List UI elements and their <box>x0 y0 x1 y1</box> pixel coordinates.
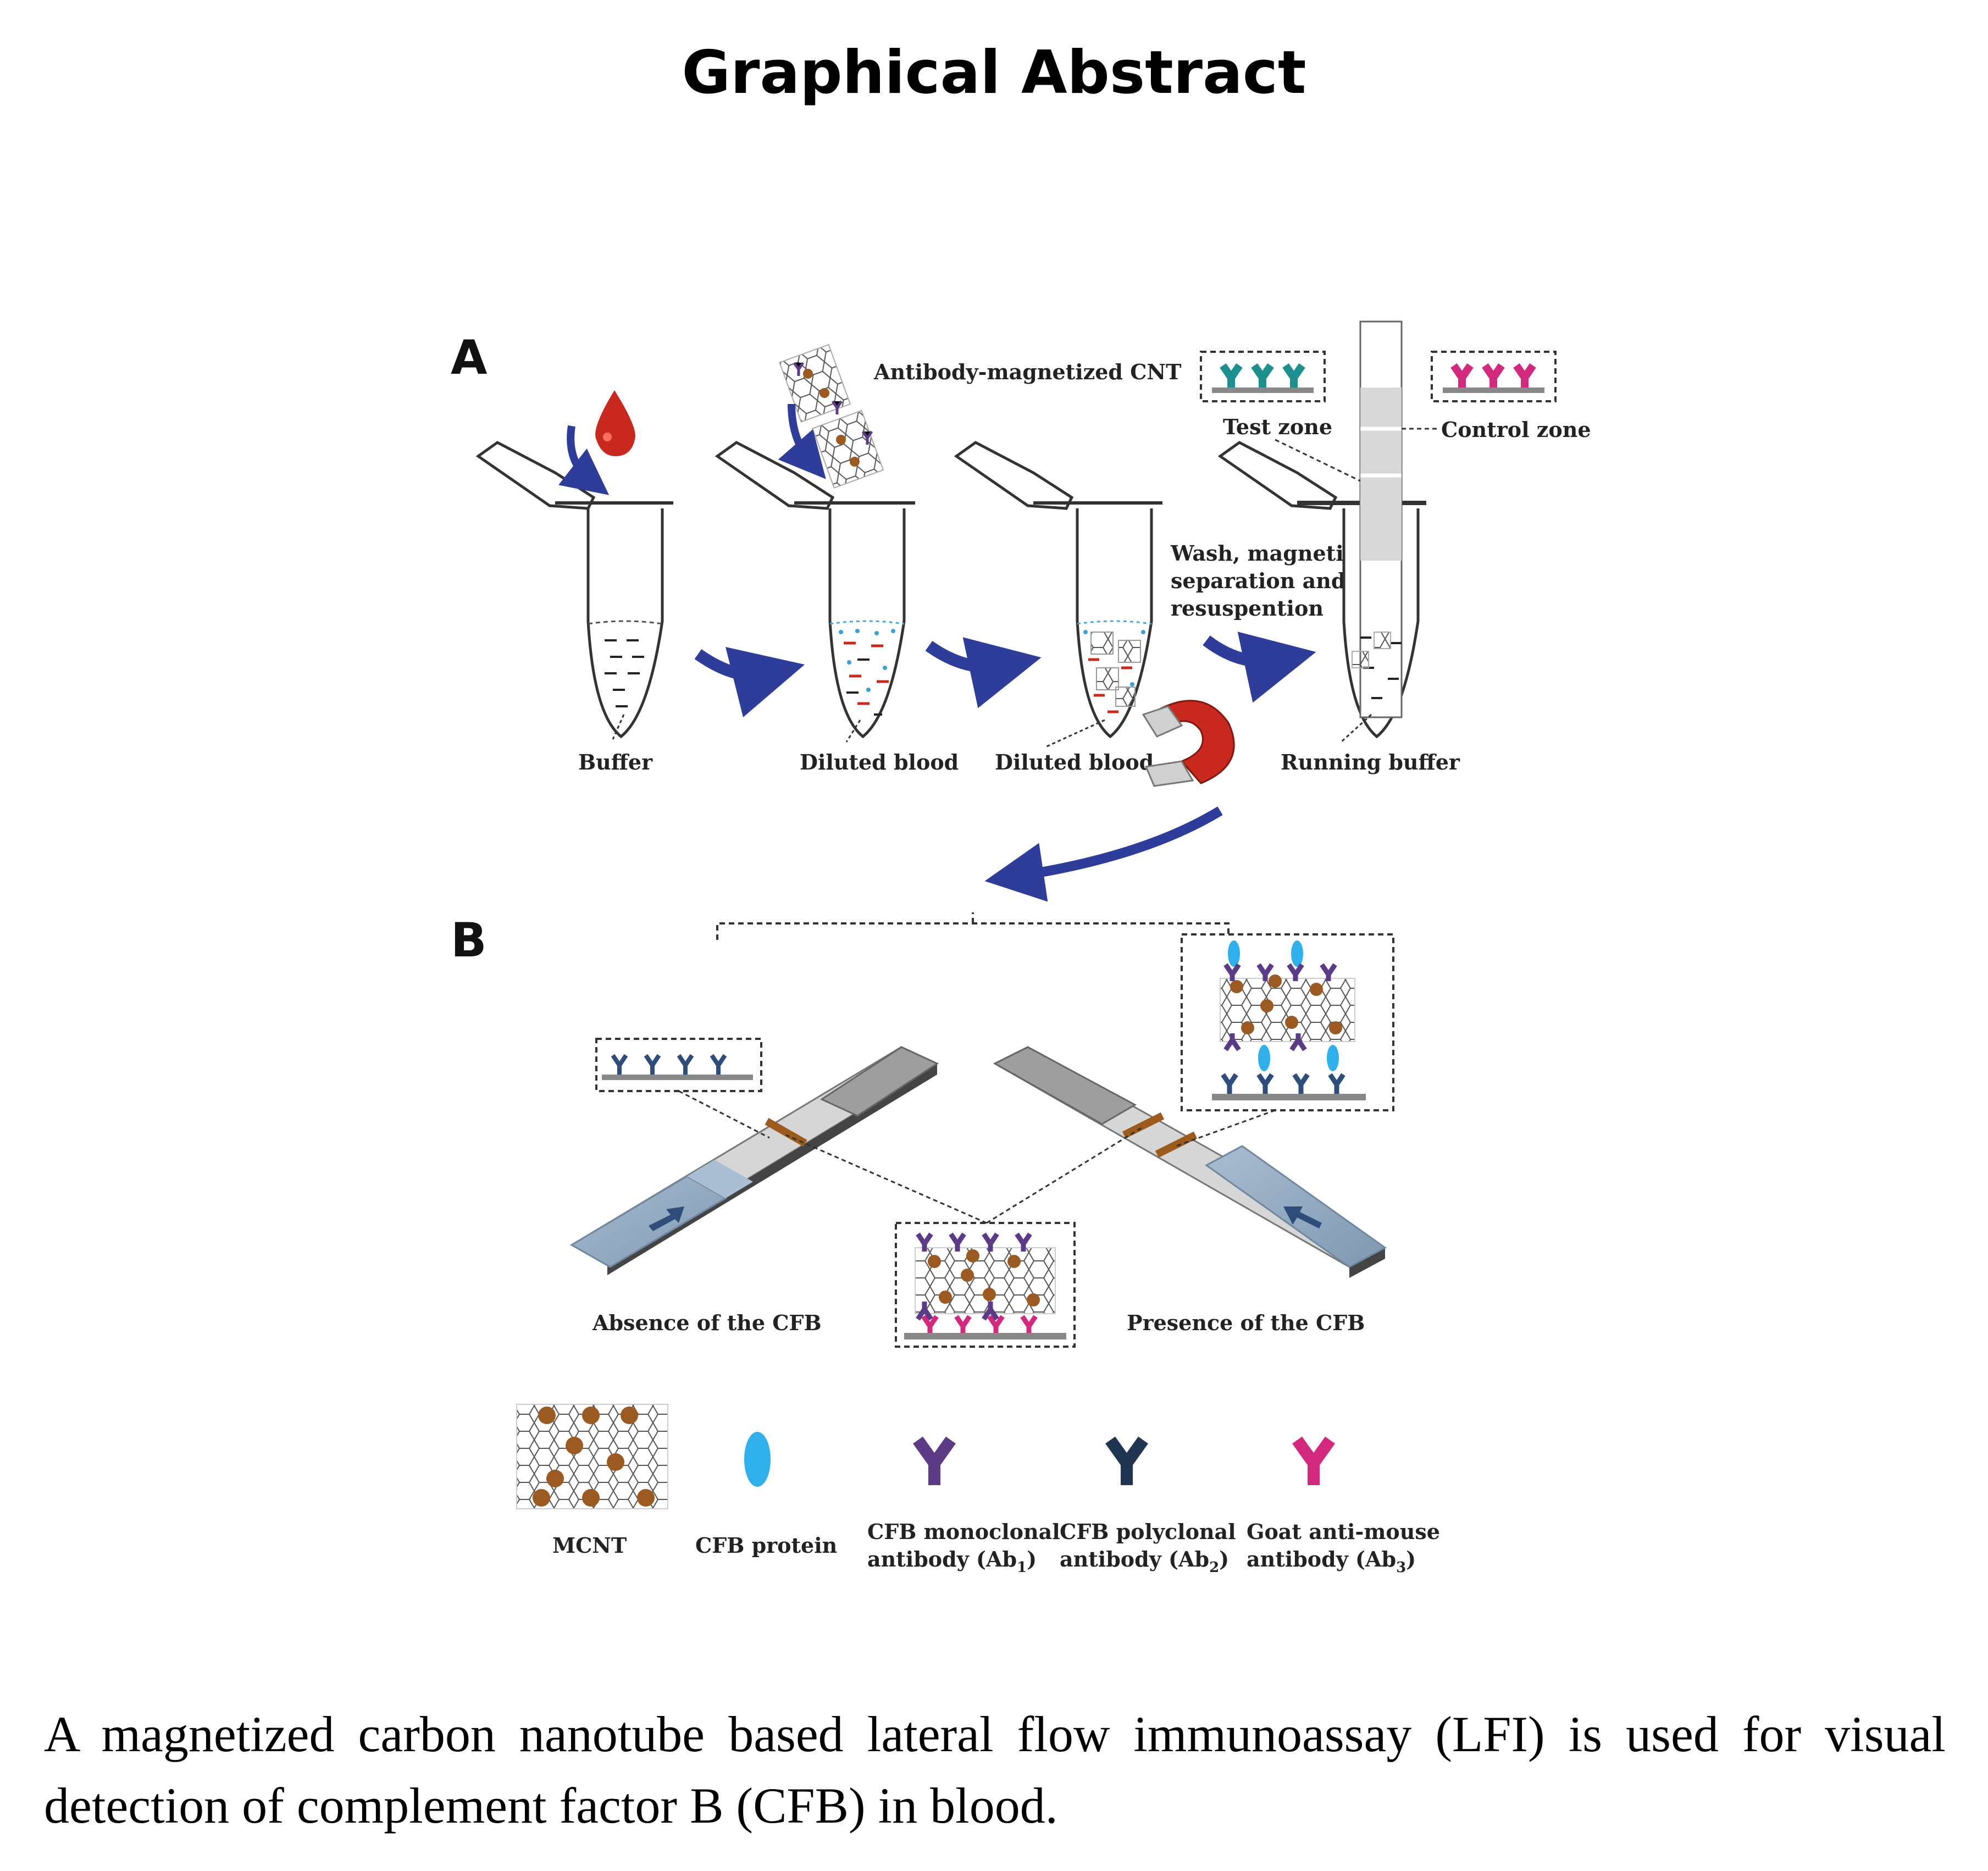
microtube-icon <box>475 441 673 740</box>
control-zone-inset <box>1431 351 1557 402</box>
panel-b-letter: B <box>451 913 487 968</box>
microtube-icon <box>715 441 915 743</box>
legend-label-ab3-line2: antibody (Ab3) <box>1247 1547 1416 1576</box>
strip-absence <box>569 1046 939 1275</box>
absence-label: Absence of the CFB <box>592 1310 822 1335</box>
legend-label-mcnt: MCNT <box>552 1533 627 1558</box>
control-zone-label: Control zone <box>1441 417 1591 442</box>
panel-a-letter: A <box>451 330 488 385</box>
presence-label: Presence of the CFB <box>1127 1310 1365 1335</box>
wash-label-line-1: Wash, magnetic <box>1170 541 1356 566</box>
control-line-inset <box>895 1222 1076 1348</box>
legend-label-ab1-line1: CFB monoclonal <box>867 1519 1060 1544</box>
legend-label-ab3-line1: Goat anti-mouse <box>1247 1519 1440 1544</box>
test-zone-label: Test zone <box>1223 414 1332 439</box>
legend-label-ab1-line2: antibody (Ab1) <box>867 1547 1037 1576</box>
test-line-inset <box>1181 933 1394 1111</box>
arrow-icon <box>558 425 610 495</box>
arrow-icon <box>925 637 1042 708</box>
test-zone-inset <box>1200 351 1326 402</box>
absence-inset <box>595 1038 762 1092</box>
wash-label-line-2: separation and <box>1171 568 1345 593</box>
magnet-icon <box>1142 700 1235 787</box>
legend-label-cfb-protein: CFB protein <box>695 1533 837 1558</box>
arrow-icon <box>984 806 1223 902</box>
bracket <box>716 912 1230 940</box>
microtube-icon <box>954 441 1162 749</box>
cfb-protein-icon <box>744 1432 771 1487</box>
arrow-icon <box>778 403 826 479</box>
antibody-cnt-label: Antibody-magnetized CNT <box>873 359 1181 384</box>
tube-label-diluted-blood-2: Diluted blood <box>995 750 1154 774</box>
microtube-with-strip <box>1217 320 1426 743</box>
legend-mcnt-icon <box>516 1404 668 1509</box>
legend: MCNT CFB protein CFB monoclonal antibody… <box>516 1404 1440 1576</box>
wash-label-line-3: resuspention <box>1171 596 1324 621</box>
blood-drop-icon <box>595 390 635 456</box>
arrow-icon <box>1203 632 1316 703</box>
ab2-antibody-icon <box>1105 1436 1148 1485</box>
arrow-icon <box>694 646 805 718</box>
tube-label-buffer: Buffer <box>578 750 653 774</box>
ab3-antibody-icon <box>1292 1436 1335 1485</box>
tube-label-diluted-blood-1: Diluted blood <box>800 750 959 774</box>
page-title: Graphical Abstract <box>682 38 1306 107</box>
legend-label-ab2-line1: CFB polyclonal <box>1060 1519 1236 1544</box>
ab1-antibody-icon <box>913 1436 956 1485</box>
legend-label-ab2-line2: antibody (Ab2) <box>1060 1547 1229 1576</box>
caption: A magnetized carbon nanotube based later… <box>44 1706 1946 1834</box>
tube-label-running-buffer: Running buffer <box>1281 750 1460 774</box>
strip-presence <box>993 1046 1387 1278</box>
